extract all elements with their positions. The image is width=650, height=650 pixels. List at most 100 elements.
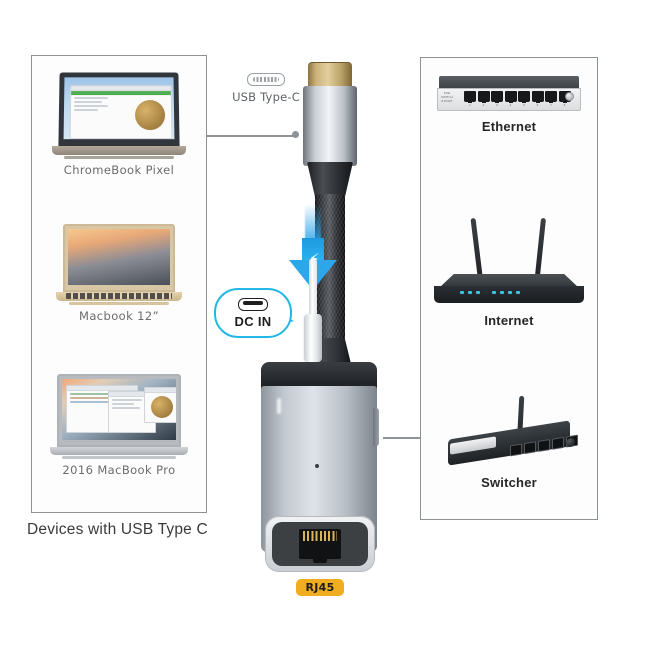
router-led-row [460, 291, 520, 294]
router-led [516, 291, 520, 294]
switch-port-number: 7 [545, 103, 557, 108]
router-led [492, 291, 496, 294]
rj45-port-block: RJ45 [265, 516, 375, 596]
usb-c-plug-strain-relief [307, 162, 353, 198]
screen-window [70, 85, 173, 139]
window-text-line [74, 101, 102, 103]
window-text-line [112, 399, 142, 401]
rj45-port-icon [265, 516, 375, 572]
rj45-jack [299, 529, 341, 559]
callout-bubble: DC IN [214, 288, 292, 338]
right-device-panel: POESWITCH8-PORT 1 2 3 [420, 57, 598, 520]
device-label: 2016 MacBook Pro [32, 463, 206, 477]
window-accent-bar [71, 91, 171, 95]
adapter-side-notch [373, 408, 379, 446]
switch-power-jack [565, 92, 574, 101]
switch-router-icon [434, 396, 584, 468]
window-text-line [74, 105, 108, 107]
device-label: Internet [421, 313, 597, 328]
window-thumbnail [135, 100, 165, 130]
device-ethernet-switch: POESWITCH8-PORT 1 2 3 [421, 76, 597, 134]
laptop-screen [68, 229, 170, 285]
switch-port [518, 91, 530, 102]
laptop-foot [69, 302, 169, 305]
rj45-pins [303, 531, 337, 541]
dc-in-label: DC IN [235, 314, 272, 329]
device-macbook-12: Macbook 12” [32, 224, 206, 323]
adapter-highlight [277, 398, 281, 414]
screen-window [144, 387, 176, 423]
laptop-foot [62, 456, 176, 459]
laptop-lid [63, 224, 175, 292]
device-macbook-pro-2016: 2016 MacBook Pro [32, 374, 206, 477]
switch-port-number: 8 [559, 103, 571, 108]
switch-front-face: POESWITCH8-PORT 1 2 3 [437, 88, 581, 111]
window-text-line [74, 109, 98, 111]
left-panel-caption: Devices with USB Type C [27, 521, 208, 539]
switch-port [532, 91, 544, 102]
laptop-screen [64, 77, 175, 139]
dc-in-callout: DC IN [214, 288, 288, 336]
switch-port-number: 2 [478, 103, 490, 108]
laptop-lid [58, 72, 179, 146]
switcher-port [538, 439, 550, 452]
router-led [468, 291, 472, 294]
power-plug-cable [309, 258, 317, 320]
power-plug-head [304, 314, 322, 362]
network-switch-icon: POESWITCH8-PORT 1 2 3 [437, 76, 581, 112]
window-text-line [70, 397, 110, 399]
switch-port-number: 4 [505, 103, 517, 108]
window-text-line [74, 97, 108, 99]
usb-c-plug-housing [303, 86, 357, 166]
switch-port-number: 5 [518, 103, 530, 108]
laptop-screen [62, 379, 176, 440]
laptop-icon [49, 374, 189, 459]
laptop-lid [57, 374, 181, 447]
device-internet-router: Internet [421, 218, 597, 328]
usb-c-plug-tip [308, 62, 352, 89]
laptop-foot [64, 156, 174, 159]
router-led [500, 291, 504, 294]
switch-port-number: 3 [491, 103, 503, 108]
switch-port [491, 91, 503, 102]
laptop-keyboard [66, 293, 172, 299]
laptop-base [56, 292, 182, 301]
router-led [508, 291, 512, 294]
window-text-line [112, 403, 134, 405]
device-label: Switcher [421, 475, 597, 490]
usb-c-connector-icon [238, 298, 268, 311]
router-led [484, 291, 488, 294]
switch-port-number-row: 1 2 3 4 5 6 7 8 [464, 103, 571, 108]
dc-power-plug [304, 258, 322, 362]
switch-port-number: 1 [464, 103, 476, 108]
switch-port [505, 91, 517, 102]
left-device-panel: ChromeBook Pixel Macbook 12” [31, 55, 207, 513]
laptop-base [52, 146, 186, 155]
window-thumbnail [151, 396, 173, 418]
switch-port [464, 91, 476, 102]
device-switcher: Switcher [421, 396, 597, 490]
connector-line-right [383, 437, 421, 439]
router-antenna [535, 218, 546, 276]
rj45-badge: RJ45 [296, 579, 344, 596]
device-label: ChromeBook Pixel [32, 163, 206, 177]
laptop-icon [55, 224, 183, 305]
device-chromebook-pixel: ChromeBook Pixel [32, 72, 206, 177]
window-text-line [112, 407, 140, 409]
router-led [476, 291, 480, 294]
device-label: Macbook 12” [32, 309, 206, 323]
switch-brand-text: POESWITCH8-PORT [441, 91, 453, 103]
window-titlebar [145, 388, 176, 393]
switcher-port [524, 441, 536, 454]
rj45-latch-tab [313, 557, 327, 563]
switcher-port [510, 443, 522, 456]
wifi-router-icon [434, 218, 584, 306]
laptop-icon [51, 72, 187, 159]
router-led [460, 291, 464, 294]
rj45-port-inner [272, 522, 368, 566]
adapter-led-hole [315, 464, 319, 468]
device-label: Ethernet [421, 119, 597, 134]
laptop-base [50, 447, 188, 455]
router-antenna [470, 218, 482, 276]
